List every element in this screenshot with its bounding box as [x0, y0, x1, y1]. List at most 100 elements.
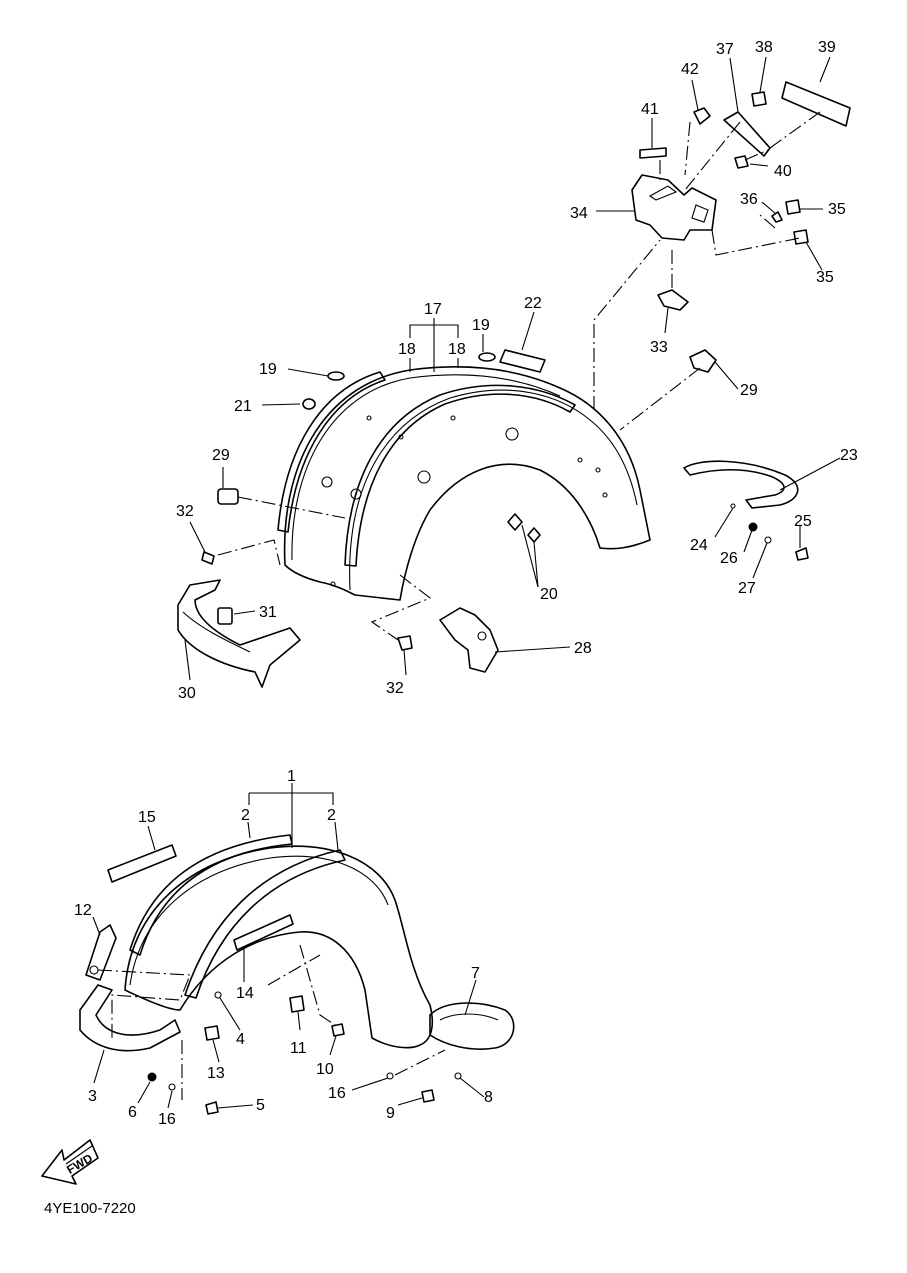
grommet-42 — [693, 107, 711, 125]
emblem-20a — [507, 513, 523, 531]
bolt-35b — [793, 229, 809, 245]
callout-33: 33 — [650, 339, 668, 356]
washer-19b — [478, 352, 496, 362]
tape-15 — [107, 844, 177, 883]
callout-16a: 16 — [158, 1111, 176, 1128]
callout-19b: 19 — [472, 317, 490, 334]
callout-38: 38 — [755, 39, 773, 56]
callout-15: 15 — [138, 809, 156, 826]
rear-fender — [283, 366, 651, 601]
fwd-label: FWD — [64, 1151, 95, 1177]
bolt-13 — [204, 1025, 220, 1041]
bracket-37 — [723, 111, 771, 157]
front-fender-group — [79, 834, 515, 1115]
rear-fender-group — [177, 349, 809, 688]
callout-23: 23 — [840, 447, 858, 464]
callout-6: 6 — [128, 1104, 137, 1121]
callout-26: 26 — [720, 550, 738, 567]
side-molding-2b — [184, 849, 346, 999]
washer-36 — [771, 211, 783, 223]
leader-lines — [92, 56, 841, 1109]
callout-13: 13 — [207, 1065, 225, 1082]
callout-35b: 35 — [816, 269, 834, 286]
callout-40: 40 — [774, 163, 792, 180]
callout-42: 42 — [681, 61, 699, 78]
nut-10 — [331, 1023, 345, 1037]
washer-19a — [327, 371, 345, 381]
callout-29a: 29 — [212, 447, 230, 464]
callout-14: 14 — [236, 985, 254, 1002]
callout-labels: 17 18 18 19 19 22 21 29 29 32 32 31 30 2… — [74, 39, 858, 1128]
callout-4: 4 — [236, 1031, 245, 1048]
nut-31 — [217, 607, 233, 625]
callout-24: 24 — [690, 537, 708, 554]
bolt-11 — [289, 995, 305, 1013]
callout-41: 41 — [641, 101, 659, 118]
callout-10: 10 — [316, 1061, 334, 1078]
front-fender — [124, 845, 434, 1049]
nut-40 — [734, 155, 749, 169]
callout-35a: 35 — [828, 201, 846, 218]
callout-16b: 16 — [328, 1085, 346, 1102]
bolt-9 — [421, 1089, 435, 1103]
bracket-12 — [85, 924, 117, 981]
callout-34: 34 — [570, 205, 588, 222]
bolt-5 — [205, 1101, 219, 1115]
callout-39: 39 — [818, 39, 836, 56]
callout-18a: 18 — [398, 341, 416, 358]
callout-5: 5 — [256, 1097, 265, 1114]
washer-16b — [386, 1072, 394, 1080]
collar-41 — [639, 147, 667, 159]
side-molding-2a — [129, 834, 293, 956]
callout-27: 27 — [738, 580, 756, 597]
callout-2b: 2 — [327, 807, 336, 824]
fwd-arrow-icon: FWD — [41, 1139, 99, 1185]
callout-18b: 18 — [448, 341, 466, 358]
grommet-21 — [302, 398, 316, 410]
diagram-code: 4YE100-7220 — [44, 1200, 136, 1217]
emblem-14 — [233, 914, 294, 951]
assembly-lines — [97, 111, 821, 1100]
tape-22 — [499, 349, 546, 373]
damper-29a — [217, 488, 239, 505]
plate-39 — [781, 81, 851, 127]
side-molding-left — [277, 371, 386, 533]
washer-8 — [454, 1072, 462, 1080]
callout-32b: 32 — [386, 680, 404, 697]
callout-20: 20 — [540, 586, 558, 603]
callout-7: 7 — [471, 965, 480, 982]
side-molding-right — [344, 384, 576, 567]
washer-16a — [168, 1083, 176, 1091]
callout-9: 9 — [386, 1105, 395, 1122]
callout-11: 11 — [290, 1040, 307, 1057]
callout-12: 12 — [74, 902, 92, 919]
callout-30: 30 — [178, 685, 196, 702]
stay-23 — [683, 460, 799, 509]
bolt-38 — [751, 91, 767, 107]
callout-29b: 29 — [740, 382, 758, 399]
bolt-32b — [397, 635, 413, 651]
damper-33 — [657, 289, 689, 311]
callout-21: 21 — [234, 398, 252, 415]
callout-8: 8 — [484, 1089, 493, 1106]
bolt-32a — [201, 551, 215, 565]
callout-2a: 2 — [241, 807, 250, 824]
stay-3 — [79, 984, 181, 1052]
callout-31: 31 — [259, 604, 277, 621]
callout-32a: 32 — [176, 503, 194, 520]
emblem-20b — [527, 527, 541, 543]
bracket-30 — [177, 579, 301, 688]
callout-19a: 19 — [259, 361, 277, 378]
nut-6 — [147, 1072, 157, 1082]
bolt-35a — [785, 199, 801, 215]
callout-1: 1 — [287, 768, 296, 785]
stay-7 — [429, 1002, 515, 1050]
callout-3: 3 — [88, 1088, 97, 1105]
damper-29b — [689, 349, 717, 373]
callout-25: 25 — [794, 513, 812, 530]
callout-37: 37 — [716, 41, 734, 58]
washer-4 — [214, 991, 222, 999]
callout-36: 36 — [740, 191, 758, 208]
callout-22: 22 — [524, 295, 542, 312]
